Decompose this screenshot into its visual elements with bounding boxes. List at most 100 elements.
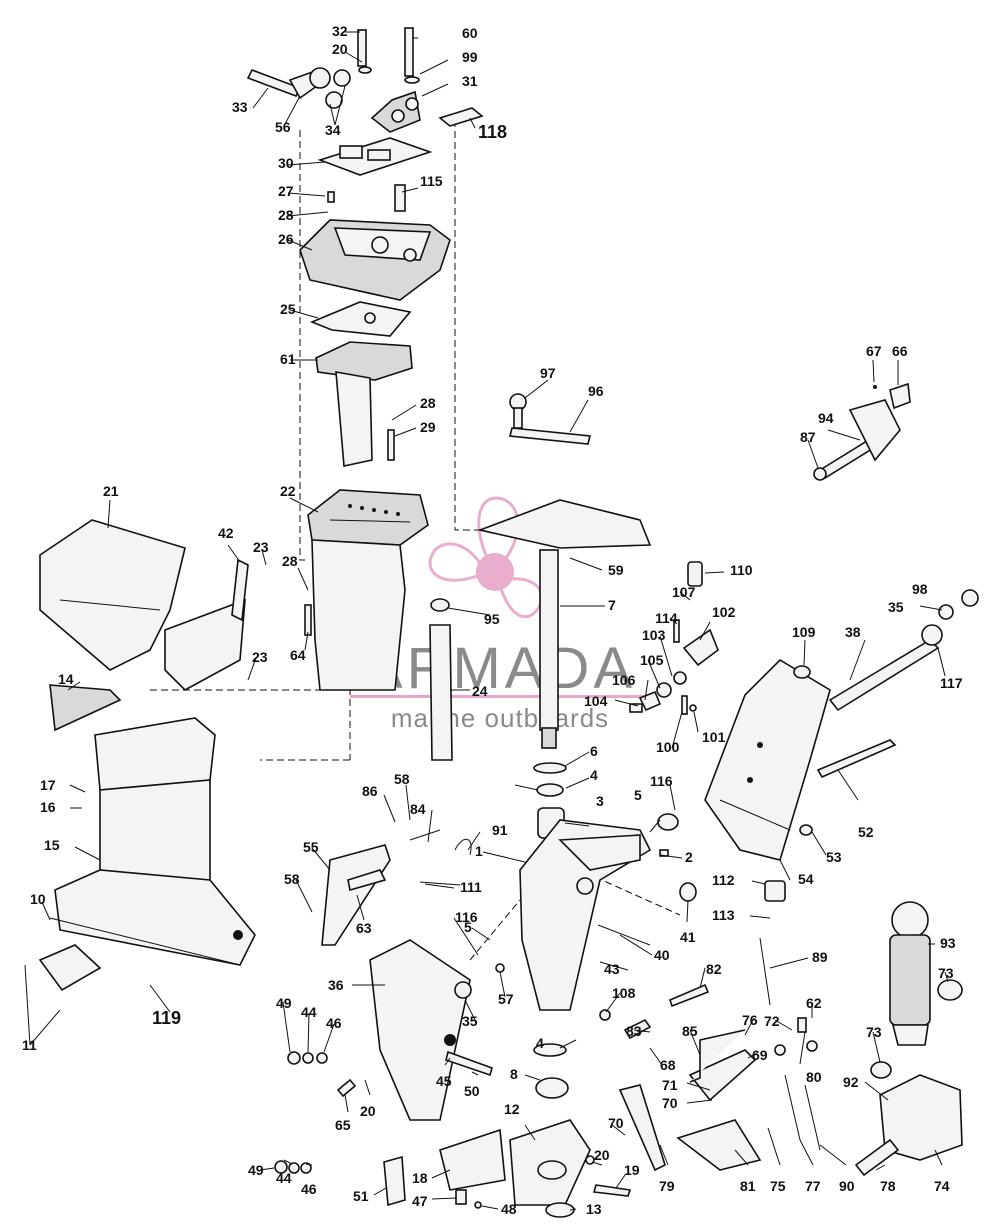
callout-label: 16 (40, 799, 56, 815)
callout-label: 116 (650, 773, 673, 789)
callout-label: 86 (362, 783, 378, 799)
callout-label: 95 (484, 611, 500, 627)
callout-label: 32 (332, 23, 348, 39)
callout-label: 72 (764, 1013, 780, 1029)
drive-shaft-housing (38, 684, 256, 992)
callout-label: 34 (325, 122, 341, 138)
callout-label: 5 (634, 787, 642, 803)
trim-cylinder (854, 901, 963, 1177)
callout-label: 29 (420, 419, 436, 435)
callout-label: 70 (662, 1095, 678, 1111)
watermark-tagline: marine outboards (391, 703, 609, 733)
callout-label: 26 (278, 231, 294, 247)
stern-bracket-right (704, 589, 979, 861)
callout-label: 44 (301, 1004, 317, 1020)
callout-label: 74 (934, 1178, 950, 1194)
leader-lines (24, 31, 949, 1211)
callout-label: 28 (278, 207, 294, 223)
callout-label: 85 (682, 1023, 698, 1039)
callout-label: 43 (604, 961, 620, 977)
callout-label: 90 (839, 1178, 855, 1194)
callout-label: 101 (702, 729, 726, 745)
callout-label: 54 (798, 871, 814, 887)
bottom-clamp-parts (383, 1119, 632, 1218)
callout-label: 25 (280, 301, 296, 317)
callout-label: 69 (752, 1047, 768, 1063)
callout-label: 47 (412, 1193, 428, 1209)
callout-label: 89 (812, 949, 828, 965)
callout-label: 41 (680, 929, 696, 945)
callout-label: 58 (394, 771, 410, 787)
callout-label: 44 (276, 1170, 292, 1186)
callout-label: 17 (40, 777, 56, 793)
callout-label: 46 (301, 1181, 317, 1197)
callout-label: 78 (880, 1178, 896, 1194)
callout-label: 45 (436, 1073, 452, 1089)
watermark-divider (350, 695, 650, 698)
callout-label: 28 (282, 553, 298, 569)
callout-label: 106 (612, 672, 636, 688)
callout-label: 93 (940, 935, 956, 951)
callout-label: 102 (712, 604, 736, 620)
callout-label: 105 (640, 652, 664, 668)
callout-label: 38 (845, 624, 861, 640)
callout-label: 62 (806, 995, 822, 1011)
callout-label: 19 (624, 1162, 640, 1178)
callout-label: 23 (253, 539, 269, 555)
callout-label: 46 (326, 1015, 342, 1031)
callout-label: 64 (290, 647, 306, 663)
callout-label: 49 (276, 995, 292, 1011)
stern-bracket-left (274, 939, 493, 1174)
callout-label: 79 (659, 1178, 675, 1194)
callout-label: 53 (826, 849, 842, 865)
callout-label: 67 (866, 343, 882, 359)
callout-label: 71 (662, 1077, 678, 1093)
callout-label: 116 (455, 909, 478, 925)
callout-label: 10 (30, 891, 46, 907)
callout-label: 97 (540, 365, 556, 381)
callout-label: 81 (740, 1178, 756, 1194)
callout-label: 109 (792, 624, 816, 640)
callout-label: 60 (462, 25, 478, 41)
callout-label: 96 (588, 383, 604, 399)
callout-label: 103 (642, 627, 666, 643)
callout-label: 76 (742, 1012, 758, 1028)
exhaust-tube-housing (304, 489, 429, 691)
callout-label: 117 (940, 675, 963, 691)
callout-label: 63 (356, 920, 372, 936)
top-mount-bracket (246, 27, 484, 133)
callout-label: 20 (360, 1103, 376, 1119)
callout-label: 52 (858, 824, 874, 840)
callout-label: 27 (278, 183, 294, 199)
callout-label: 21 (103, 483, 119, 499)
callout-label: 59 (608, 562, 624, 578)
callout-label: 111 (460, 879, 482, 895)
callout-label: 100 (656, 739, 680, 755)
callout-label: 28 (420, 395, 436, 411)
callout-label: 50 (464, 1083, 480, 1099)
clamp-linkages (618, 880, 821, 1172)
callout-label: 12 (504, 1101, 520, 1117)
callout-label: 33 (232, 99, 248, 115)
callout-label: 55 (303, 839, 319, 855)
callout-label: 66 (892, 343, 908, 359)
exhaust-adapter-group (299, 137, 451, 337)
callout-label: 91 (492, 822, 508, 838)
tilt-linkage (321, 829, 771, 1040)
callout-label: 14 (58, 671, 74, 687)
callout-label: 98 (912, 581, 928, 597)
armada-watermark: ARMADA marine outboards (350, 496, 650, 733)
callout-label: 94 (818, 410, 834, 426)
callout-label: 8 (510, 1066, 518, 1082)
callout-label: 20 (594, 1147, 610, 1163)
callout-label: 4 (590, 767, 598, 783)
callout-label: 48 (501, 1201, 517, 1217)
callout-label: 30 (278, 155, 294, 171)
callout-label: 82 (706, 961, 722, 977)
callout-label: 35 (462, 1013, 478, 1029)
callout-label: 73 (866, 1024, 882, 1040)
callout-label: 84 (410, 801, 426, 817)
callout-label: 77 (805, 1178, 821, 1194)
